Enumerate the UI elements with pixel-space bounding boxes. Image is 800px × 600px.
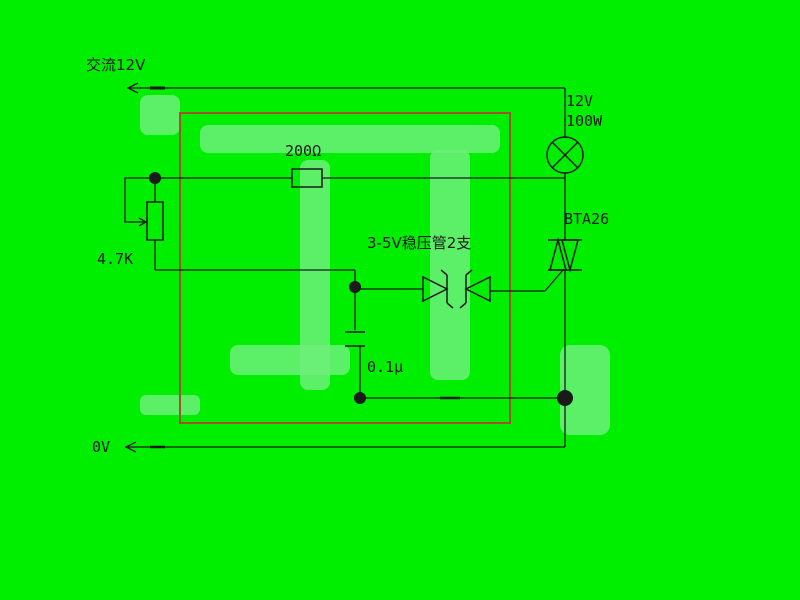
lamp-power-label: 100W	[566, 112, 603, 130]
ground-line	[124, 398, 566, 453]
lamp-symbol	[546, 136, 584, 174]
enclosure-box	[179, 112, 511, 424]
junction-dot-gate-node	[349, 281, 361, 293]
capacitor-label: 0.1μ	[367, 358, 403, 376]
ac-input-label: 交流12V	[86, 56, 146, 74]
potentiometer	[124, 177, 164, 270]
junction-dot-cap-bottom	[354, 392, 366, 404]
background-watermark	[140, 95, 610, 435]
zener-diodes	[355, 269, 564, 309]
resistor-label: 200Ω	[285, 142, 321, 160]
lamp-voltage-label: 12V	[566, 92, 593, 110]
potentiometer-label: 4.7K	[97, 250, 133, 268]
ac-input-line	[126, 82, 566, 138]
resistor-branch	[149, 168, 565, 188]
zener-label: 3-5V稳压管2支	[367, 234, 471, 252]
capacitor	[345, 289, 365, 398]
triac-label: BTA26	[564, 210, 609, 228]
ground-label: 0V	[92, 438, 110, 456]
triac-symbol	[548, 237, 582, 398]
